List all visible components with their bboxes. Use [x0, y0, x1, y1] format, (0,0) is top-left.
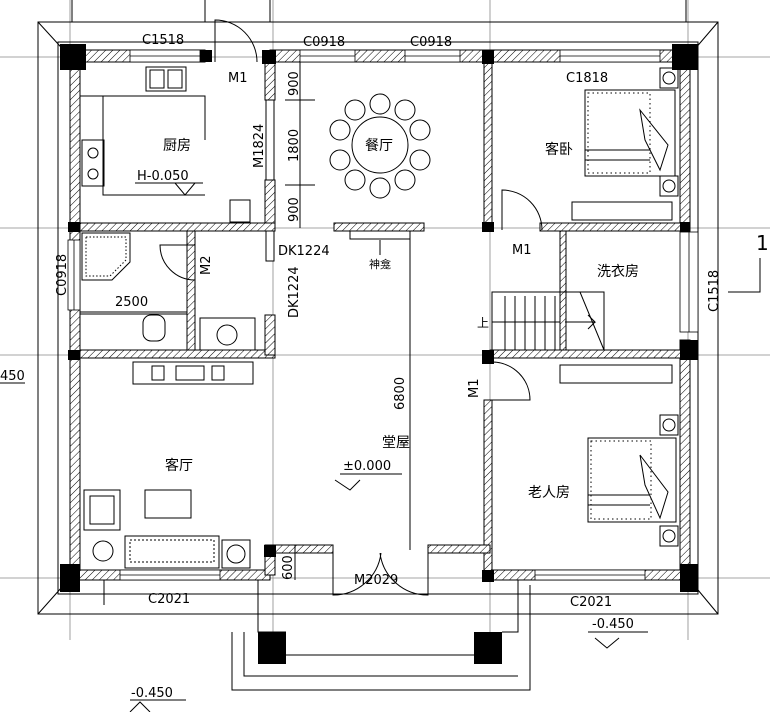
label-c1518-right: C1518 — [707, 270, 722, 312]
dimension-labels: 900 1800 900 2500 6800 600 — [115, 71, 408, 580]
interior-walls — [79, 61, 691, 576]
label-m1-elder: M1 — [467, 379, 482, 399]
dim-2500: 2500 — [115, 295, 148, 310]
label-shrine: 神龛 — [369, 257, 391, 271]
level-left-edge: 450 — [0, 369, 25, 384]
label-c1518-top: C1518 — [142, 33, 184, 48]
dim-900-bottom: 900 — [287, 197, 302, 222]
exterior-walls — [69, 49, 691, 581]
kitchen-fixtures — [80, 66, 251, 223]
room-elder-bedroom: 老人房 — [528, 485, 570, 501]
bathroom-fixtures — [80, 232, 256, 351]
label-m1-kitchen: M1 — [228, 71, 248, 86]
annotations: 神龛 上 1 — [369, 231, 769, 330]
label-m1-guest: M1 — [512, 243, 532, 258]
doors — [159, 19, 543, 596]
opening-labels: C1518 C0918 C0918 C1818 M1 M1824 DK1224 … — [55, 33, 722, 610]
room-hall: 堂屋 — [382, 435, 410, 451]
label-m1824: M1824 — [252, 124, 267, 168]
label-stair-up: 上 — [477, 316, 489, 330]
guest-bed — [571, 67, 679, 221]
axis-marker-1 — [728, 258, 761, 293]
level-kitchen: H-0.050 — [137, 169, 189, 184]
label-c1818: C1818 — [566, 71, 608, 86]
windows — [67, 49, 699, 581]
level-hall: ±0.000 — [343, 459, 391, 474]
room-labels: 厨房 餐厅 客卧 洗衣房 客厅 堂屋 老人房 — [163, 138, 639, 501]
hall-marks — [349, 230, 411, 550]
columns — [60, 44, 698, 664]
roof-outline — [37, 21, 719, 615]
label-m2: M2 — [199, 256, 214, 276]
room-living: 客厅 — [165, 457, 193, 474]
level-labels: H-0.050 ±0.000 -0.450 -0.450 450 — [0, 169, 634, 701]
room-dining: 餐厅 — [365, 138, 393, 154]
living-furniture — [83, 361, 254, 569]
label-c0918-left: C0918 — [55, 254, 70, 296]
dimension-lines — [80, 62, 315, 580]
dim-1800: 1800 — [287, 129, 302, 162]
room-kitchen: 厨房 — [163, 138, 191, 154]
label-dk1224-h: DK1224 — [278, 244, 330, 259]
room-laundry: 洗衣房 — [597, 264, 639, 280]
label-m2029: M2029 — [354, 573, 398, 588]
level-outside: -0.450 — [131, 686, 173, 701]
axis-label-1: 1 — [756, 231, 769, 255]
level-marks — [0, 182, 648, 712]
dim-600: 600 — [281, 555, 296, 580]
dim-6800: 6800 — [393, 377, 408, 410]
staircase — [491, 291, 605, 351]
label-c0918-b: C0918 — [410, 35, 452, 50]
top-external-frame — [71, 0, 687, 22]
label-c0918-a: C0918 — [303, 35, 345, 50]
label-c2021-left: C2021 — [148, 592, 190, 607]
room-guest-bedroom: 客卧 — [545, 141, 573, 158]
porch-outline — [103, 580, 531, 691]
label-c2021-right: C2021 — [570, 595, 612, 610]
label-dk1224-v: DK1224 — [287, 266, 302, 318]
elder-bed — [559, 364, 679, 547]
dim-900-top: 900 — [287, 71, 302, 96]
dining-table — [329, 93, 431, 199]
level-porch: -0.450 — [592, 617, 634, 632]
